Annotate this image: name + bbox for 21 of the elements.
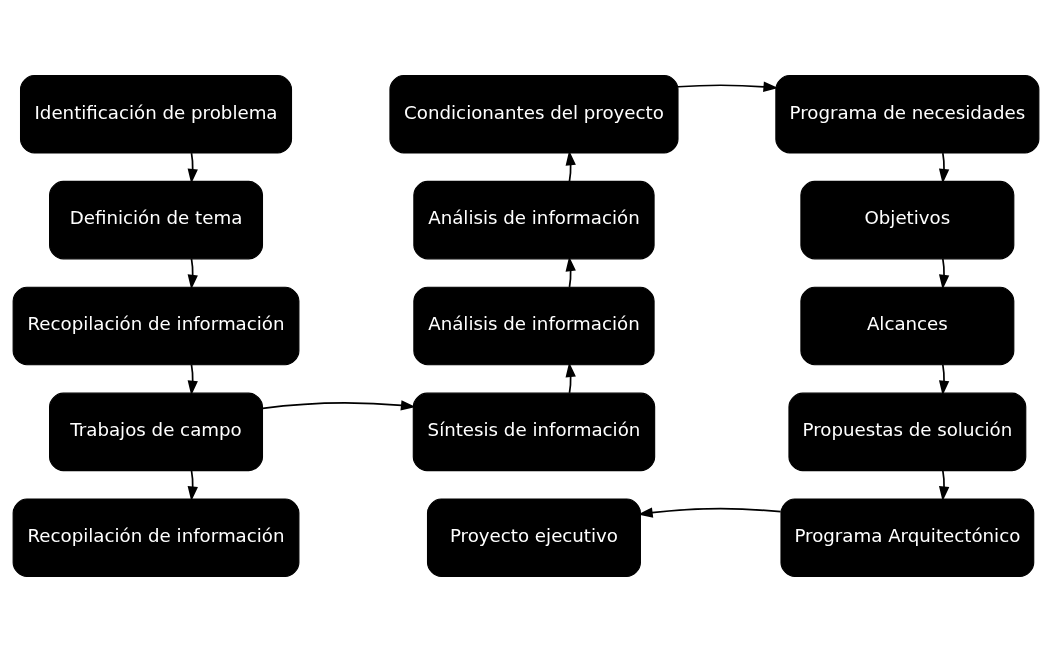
arrow — [938, 152, 950, 184]
arrow — [938, 363, 950, 396]
arrow — [677, 81, 779, 92]
node-box: Programa de necesidades — [775, 75, 1040, 154]
arrow — [938, 469, 950, 502]
node-box: Programa Arquitectónico — [780, 498, 1035, 578]
node-box: Proyecto ejecutivo — [426, 498, 641, 578]
node-box: Alcances — [800, 286, 1015, 366]
node-box: Recopilación de información — [12, 286, 300, 366]
node-box: Análisis de información — [413, 286, 655, 366]
node-box: Trabajos de campo — [49, 392, 264, 472]
node-box: Recopilación de información — [12, 498, 300, 578]
arrow — [261, 400, 416, 411]
node-box: Condicionantes del proyecto — [389, 75, 679, 154]
node-box: Definición de tema — [49, 180, 264, 260]
node-box: Síntesis de información — [412, 392, 656, 472]
arrow — [938, 258, 950, 290]
node-box: Propuestas de solución — [788, 392, 1027, 472]
node-box: Identificación de problema — [20, 75, 293, 154]
node-box: Análisis de información — [413, 180, 655, 260]
node-box: Objetivos — [800, 180, 1015, 260]
